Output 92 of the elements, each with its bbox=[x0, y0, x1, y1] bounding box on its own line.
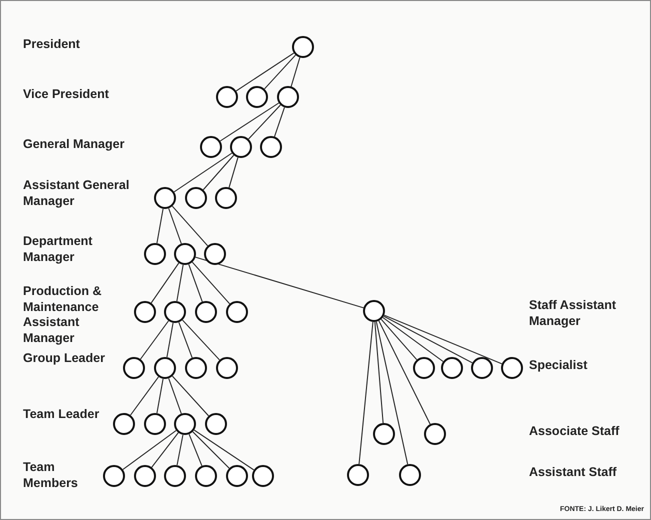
position-circle bbox=[413, 357, 435, 379]
position-circle bbox=[134, 301, 156, 323]
position-circle bbox=[277, 86, 299, 108]
level-label: Production & Maintenance Assistant Manager bbox=[23, 284, 102, 346]
connector-line bbox=[382, 317, 444, 362]
level-label: Department Manager bbox=[23, 234, 94, 266]
connector-line bbox=[194, 430, 254, 470]
connector-line bbox=[151, 432, 179, 468]
connector-line bbox=[228, 157, 238, 188]
position-circle bbox=[260, 136, 282, 158]
position-circle bbox=[185, 187, 207, 209]
position-circle bbox=[113, 413, 135, 435]
level-label: Team Members bbox=[23, 460, 79, 492]
connector-line bbox=[383, 316, 473, 364]
connector-line bbox=[374, 321, 384, 424]
position-circle bbox=[501, 357, 523, 379]
position-circle bbox=[292, 36, 314, 58]
position-circle bbox=[230, 136, 252, 158]
position-circle bbox=[216, 357, 238, 379]
position-circle bbox=[441, 357, 463, 379]
connector-line bbox=[176, 264, 184, 302]
level-label: General Manager bbox=[23, 137, 126, 153]
connector-line bbox=[188, 434, 202, 466]
position-circle bbox=[471, 357, 493, 379]
connector-line bbox=[274, 106, 285, 138]
position-circle bbox=[195, 301, 217, 323]
level-label: Staff Assistant Manager bbox=[529, 298, 618, 330]
connector-line bbox=[166, 322, 174, 358]
connector-line bbox=[202, 154, 234, 190]
connector-line bbox=[236, 52, 294, 92]
position-circle bbox=[204, 243, 226, 265]
position-circle bbox=[252, 465, 274, 487]
level-label: President bbox=[23, 37, 81, 53]
position-circle bbox=[144, 243, 166, 265]
position-circle bbox=[195, 465, 217, 487]
position-circle bbox=[226, 301, 248, 323]
connector-line bbox=[378, 320, 431, 425]
connector-line bbox=[358, 321, 374, 465]
position-circle bbox=[347, 464, 369, 486]
connector-line bbox=[168, 208, 182, 244]
position-circle bbox=[373, 423, 395, 445]
position-circle bbox=[174, 243, 196, 265]
connector-line bbox=[188, 264, 203, 302]
connector-line bbox=[140, 320, 169, 360]
connector-line bbox=[176, 434, 184, 466]
position-circle bbox=[144, 413, 166, 435]
connector-line bbox=[192, 431, 230, 469]
position-circle bbox=[205, 413, 227, 435]
connector-line bbox=[195, 256, 364, 308]
connector-line bbox=[156, 378, 164, 414]
position-circle bbox=[103, 465, 125, 487]
position-circle bbox=[164, 465, 186, 487]
connector-line bbox=[384, 314, 502, 364]
connector-line bbox=[150, 262, 180, 304]
connector-line bbox=[178, 322, 193, 358]
level-label: Specialist bbox=[529, 358, 588, 374]
connector-line bbox=[220, 102, 280, 142]
level-label: Assistant General Manager bbox=[23, 178, 130, 210]
connector-line bbox=[376, 321, 408, 465]
position-circle bbox=[154, 187, 176, 209]
position-circle bbox=[226, 465, 248, 487]
connector-line bbox=[248, 104, 281, 140]
position-circle bbox=[215, 187, 237, 209]
connector-line bbox=[130, 376, 159, 416]
position-circle bbox=[154, 357, 176, 379]
connector-line bbox=[172, 206, 208, 246]
connector-line bbox=[182, 320, 220, 360]
connector-line bbox=[174, 152, 232, 192]
position-circle bbox=[174, 413, 196, 435]
level-label: Vice President bbox=[23, 87, 110, 103]
position-circle bbox=[164, 301, 186, 323]
position-circle bbox=[216, 86, 238, 108]
level-label: Group Leader bbox=[23, 351, 106, 367]
connector-line bbox=[290, 57, 300, 87]
level-label: Associate Staff bbox=[529, 424, 620, 440]
position-circle bbox=[424, 423, 446, 445]
connector-line bbox=[122, 430, 177, 470]
connector-line bbox=[156, 208, 164, 244]
connector-line bbox=[264, 54, 296, 90]
connector-line bbox=[192, 262, 230, 304]
position-circle bbox=[200, 136, 222, 158]
level-label: Assistant Staff bbox=[529, 465, 618, 481]
position-circle bbox=[134, 465, 156, 487]
position-circle bbox=[246, 86, 268, 108]
connector-line bbox=[168, 378, 182, 414]
position-circle bbox=[185, 357, 207, 379]
position-circle bbox=[363, 300, 385, 322]
level-label: Team Leader bbox=[23, 407, 100, 423]
connector-line bbox=[380, 318, 418, 360]
connector-line bbox=[172, 376, 210, 416]
position-circle bbox=[399, 464, 421, 486]
position-circle bbox=[123, 357, 145, 379]
